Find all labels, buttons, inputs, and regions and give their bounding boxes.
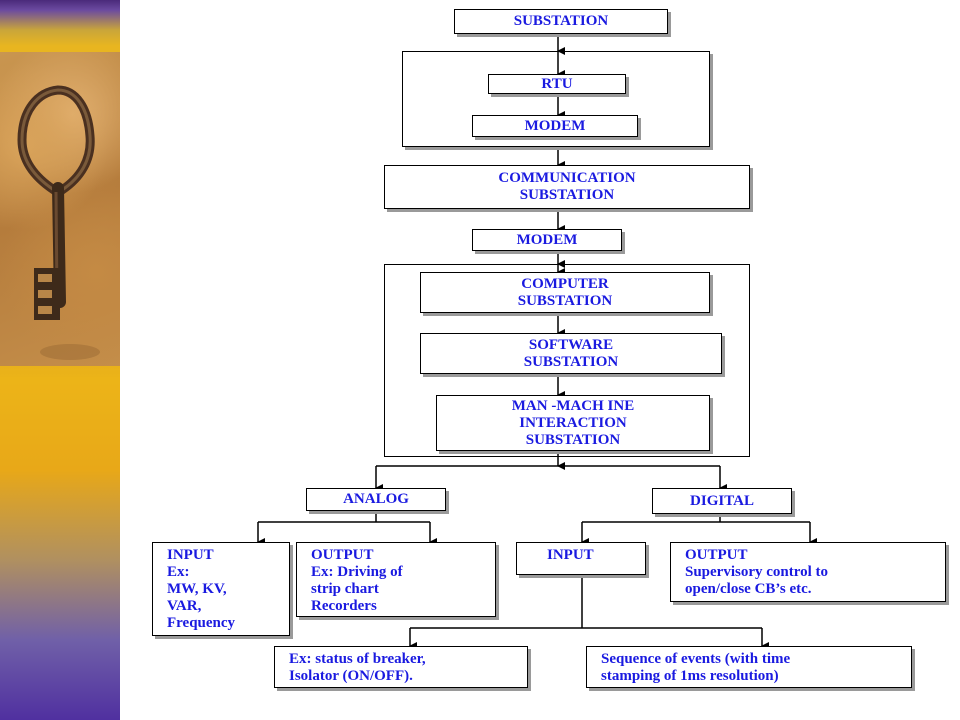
key-photo (0, 52, 120, 366)
analog-output-box: OUTPUT Ex: Driving of strip chart Record… (296, 542, 496, 617)
communication-line-2: SUBSTATION (519, 187, 615, 203)
digital-output-line-3: open/close CB’s etc. (685, 581, 812, 597)
computer-line-1: COMPUTER (521, 275, 609, 292)
analog-input-box: INPUT Ex: MW, KV, VAR, Frequency (152, 542, 290, 636)
software-line-1: SOFTWARE (528, 336, 614, 353)
analog-output-line-4: Recorders (311, 598, 377, 614)
digital-output-box: OUTPUT Supervisory control to open/close… (670, 542, 946, 602)
mmi-line-1: MAN -MACH INE (511, 397, 635, 414)
modem-2-label: MODEM (516, 231, 578, 248)
analog-input-line-2: Ex: (167, 564, 190, 580)
analog-input-line-5: Frequency (167, 615, 236, 631)
rtu-modem-group (402, 51, 710, 147)
software-box: SOFTWARE SUBSTATION (420, 333, 722, 374)
digital-box: DIGITAL (652, 488, 792, 514)
analog-box: ANALOG (306, 488, 446, 511)
rtu-label: RTU (541, 75, 573, 92)
analog-input-line-4: VAR, (167, 598, 202, 614)
analog-output-line-2: Ex: Driving of (311, 564, 403, 580)
digital-label: DIGITAL (690, 492, 754, 509)
digital-input-box: INPUT (516, 542, 646, 575)
computer-box: COMPUTER SUBSTATION (420, 272, 710, 313)
digital-output-line-2: Supervisory control to (685, 564, 829, 580)
sequence-events-line-1: Sequence of events (with time (601, 651, 791, 667)
modem-box-1: MODEM (472, 115, 638, 137)
modem-1-label: MODEM (524, 117, 586, 134)
sequence-events-box: Sequence of events (with time stamping o… (586, 646, 912, 688)
digital-input-label: INPUT (547, 547, 594, 563)
sequence-events-line-2: stamping of 1ms resolution) (601, 668, 779, 684)
status-example-box: Ex: status of breaker, Isolator (ON/OFF)… (274, 646, 528, 688)
analog-input-line-1: INPUT (167, 547, 214, 563)
mmi-line-2: INTERACTION (519, 414, 627, 431)
substation-label: SUBSTATION (513, 13, 609, 29)
communication-line-1: COMMUNICATION (498, 170, 636, 186)
status-example-line-2: Isolator (ON/OFF). (289, 668, 413, 684)
mmi-box: MAN -MACH INE INTERACTION SUBSTATION (436, 395, 710, 451)
substation-box: SUBSTATION (454, 9, 668, 34)
key-icon (17, 85, 100, 360)
software-line-2: SUBSTATION (523, 353, 619, 370)
computer-software-mmi-group (384, 264, 750, 457)
digital-output-line-1: OUTPUT (685, 547, 748, 563)
mmi-line-3: SUBSTATION (525, 431, 621, 448)
analog-output-line-1: OUTPUT (311, 547, 374, 563)
analog-output-line-3: strip chart (311, 581, 379, 597)
status-example-line-1: Ex: status of breaker, (289, 651, 426, 667)
analog-label: ANALOG (343, 491, 409, 507)
analog-input-line-3: MW, KV, (167, 581, 227, 597)
communication-box: COMMUNICATION SUBSTATION (384, 165, 750, 209)
modem-box-2: MODEM (472, 229, 622, 251)
sidebar-decoration (0, 0, 120, 720)
rtu-box: RTU (488, 74, 626, 94)
computer-line-2: SUBSTATION (517, 292, 613, 309)
